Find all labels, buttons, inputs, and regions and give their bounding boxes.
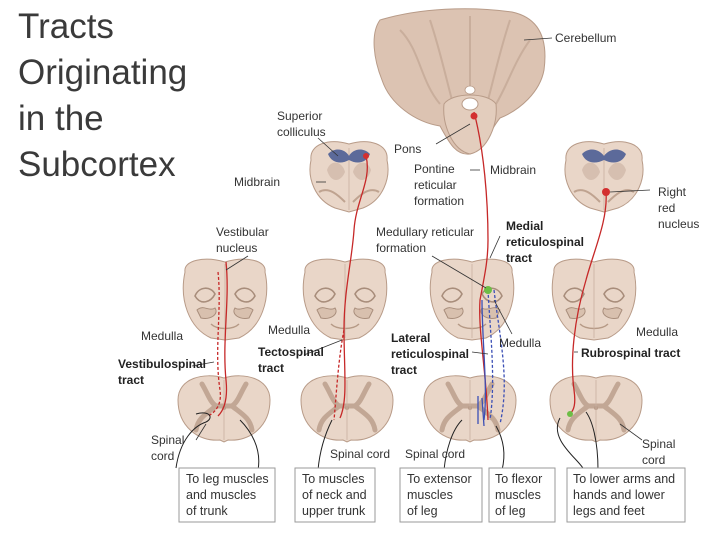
medullary-reticular-label: formation [376,241,426,255]
box-line: To extensor [407,472,472,486]
spinal-cord-label-3: Spinal cord [405,447,465,461]
colliculus-dot [363,153,369,159]
medial-reticulospinal-label: reticulospinal [506,235,584,249]
title-line: Tracts [18,7,114,46]
box-line: and muscles [186,488,256,502]
box-line: upper trunk [302,504,366,518]
spinal-section-4 [550,376,642,442]
medulla-section-4 [551,258,637,341]
lateral-reticulospinal-label: Lateral [391,331,430,345]
red-nucleus-label: Right [658,185,687,199]
medial-reticulospinal-label: Medial [506,219,543,233]
box-line: To flexor [495,472,542,486]
destination-box-leg-trunk: To leg muscles and muscles of trunk [178,467,276,523]
box-line: of neck and [302,488,367,502]
medial-reticulospinal-label: tract [506,251,532,265]
box-line: of leg [407,504,438,518]
vestibulospinal-label: tract [118,373,144,387]
red-nucleus-label: red [658,201,675,215]
vestibulospinal-label: Vestibulospinal [118,357,206,371]
spinal-cord-label-4: Spinal [642,437,675,451]
rubrospinal-label: Rubrospinal tract [581,346,680,360]
midbrain-label-left: Midbrain [234,175,280,189]
red-nucleus-label: nucleus [658,217,699,231]
cerebellum-pons-section [373,8,546,155]
destination-box-neck-trunk: To muscles of neck and upper trunk [294,467,376,523]
destination-box-flexor: To flexor muscles of leg [488,467,556,523]
box-line: muscles [407,488,453,502]
medulla-label-2: Medulla [268,323,310,337]
title-line: in the [18,99,104,138]
spinal-cord-label-4: cord [642,453,665,467]
spinal-cord-label-1: cord [151,449,174,463]
pontine-reticular-label: Pontine [414,162,455,176]
spinal-section-2 [301,376,393,442]
box-line: legs and feet [573,504,645,518]
tectospinal-label: tract [258,361,284,375]
midbrain-label-center: Midbrain [490,163,536,177]
superior-colliculus-label: colliculus [277,125,326,139]
pontine-reticular-label: reticular [414,178,457,192]
destination-box-extensor: To extensor muscles of leg [399,467,483,523]
slide-title: Tracts Originating in the Subcortex [18,4,218,188]
vestibulospinal-tract-path [207,261,228,417]
medulla-label-3: Medulla [499,336,541,350]
spinal-section-3 [424,376,516,442]
spinal-cord-label-1: Spinal [151,433,184,447]
pons-label: Pons [394,142,421,156]
spinal-cord-label-2: Spinal cord [330,447,390,461]
pontine-reticular-label: formation [414,194,464,208]
vestibular-nucleus-label: Vestibular [216,225,269,239]
box-line: To leg muscles [186,472,269,486]
midbrain-section-right [564,140,644,214]
box-line: To lower arms and [573,472,675,486]
box-line: To muscles [302,472,365,486]
label-pointer-lines [191,37,651,441]
box-line: of leg [495,504,526,518]
superior-colliculus-label: Superior [277,109,322,123]
box-line: hands and lower [573,488,665,502]
destination-box-arms-legs: To lower arms and hands and lower legs a… [566,467,686,523]
box-line: muscles [495,488,541,502]
midbrain-section-left [309,140,389,214]
vestibular-nucleus-label: nucleus [216,241,257,255]
spinal-terminal-dot [567,411,573,417]
motor-output-lines [175,411,599,471]
tectospinal-tract-path [333,155,368,421]
tectospinal-label: Tectospinal [258,345,324,359]
title-line: Subcortex [18,145,176,184]
medulla-section-3 [429,258,515,341]
red-nucleus-dot [602,188,610,196]
box-line: of trunk [186,504,228,518]
cerebellum-label: Cerebellum [555,31,616,45]
pontine-nucleus-dot [470,112,478,120]
medulla-label-1: Medulla [141,329,183,343]
medullary-reticular-label: Medullary reticular [376,225,474,239]
title-line: Originating [18,53,188,92]
lateral-reticulospinal-label: tract [391,363,417,377]
reticulospinal-tract-paths [473,111,505,427]
lateral-reticulospinal-label: reticulospinal [391,347,469,361]
medulla-label-4: Medulla [636,325,678,339]
rubrospinal-tract-path [569,191,607,415]
